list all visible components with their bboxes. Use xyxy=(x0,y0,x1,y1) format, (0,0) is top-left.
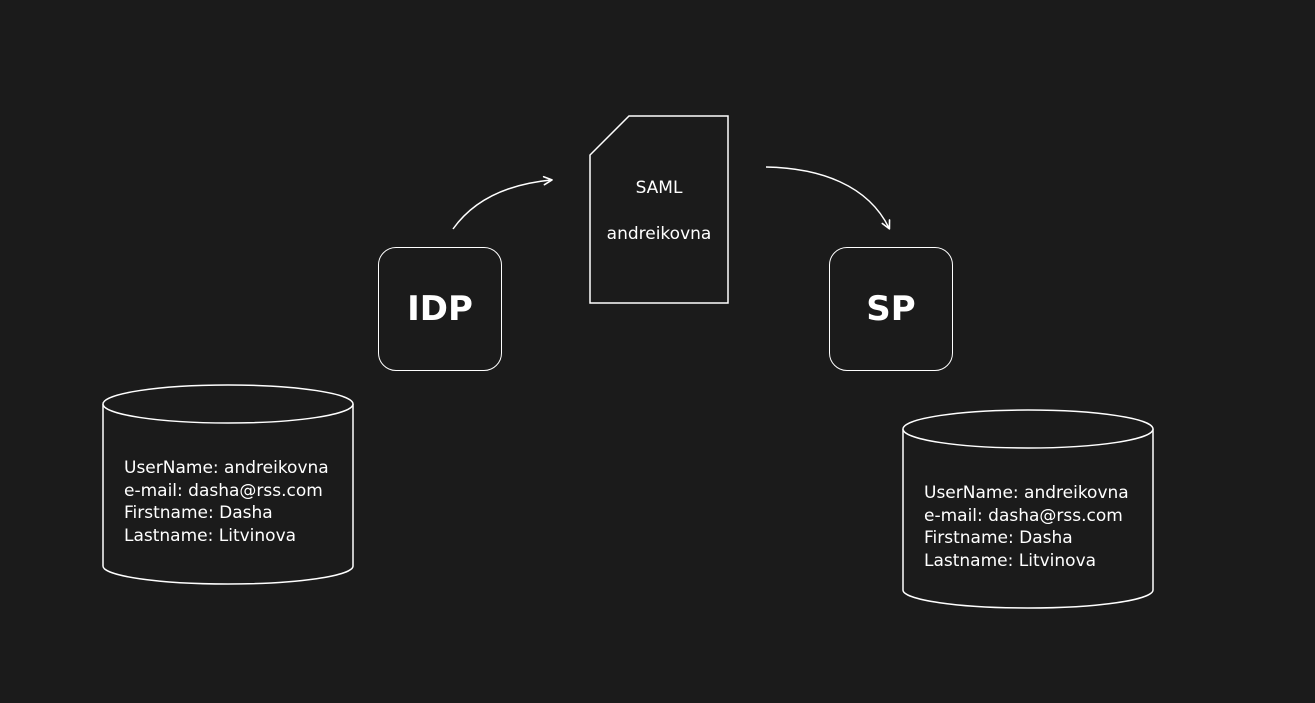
idp-db-firstname: Firstname: Dasha xyxy=(124,503,273,523)
sp-db-email: e-mail: dasha@rss.com xyxy=(924,505,1123,526)
arrow-saml-to-sp xyxy=(765,166,891,230)
saml-document-shape xyxy=(589,115,729,304)
sp-db-firstname: Firstname: Dasha xyxy=(924,528,1073,548)
saml-document-user: andreikovna xyxy=(606,224,712,244)
sp-db-username: UserName: andreikovna xyxy=(924,483,1129,503)
idp-database-cylinder xyxy=(102,384,354,585)
sp-database-text: UserName: andreikovna e-mail: dasha@rss.… xyxy=(924,482,1129,572)
saml-document-title: SAML xyxy=(635,178,683,198)
idp-db-lastname: Lastname: Litvinova xyxy=(124,525,297,546)
idp-database-text: UserName: andreikovna e-mail: dasha@rss.… xyxy=(124,457,329,547)
idp-db-username: UserName: andreikovna xyxy=(124,458,329,478)
sp-db-lastname: Lastname: Litvinova xyxy=(924,550,1097,571)
idp-db-email: e-mail: dasha@rss.com xyxy=(124,480,323,501)
sp-node: SP xyxy=(829,247,953,371)
sp-database-cylinder xyxy=(902,409,1154,609)
sp-label: SP xyxy=(866,289,916,329)
idp-label: IDP xyxy=(407,289,473,329)
arrow-idp-to-saml xyxy=(452,175,553,230)
idp-node: IDP xyxy=(378,247,502,371)
